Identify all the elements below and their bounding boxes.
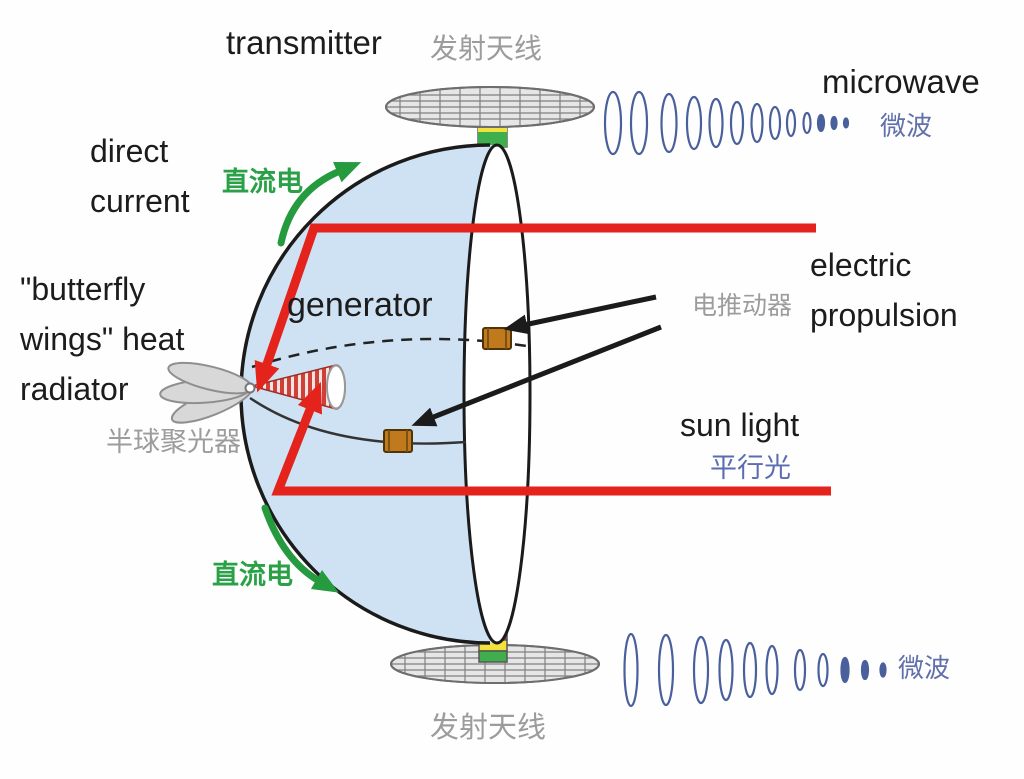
microwave-pulse-icon bbox=[816, 113, 826, 133]
sunlight-ray-upper bbox=[254, 223, 816, 393]
transmitter-antenna-bottom-icon bbox=[390, 629, 600, 684]
label-sunlight-zh: 平行光 bbox=[710, 453, 791, 483]
microwave-pulse-icon bbox=[603, 90, 623, 156]
label-transmitter-zh-bottom: 发射天线 bbox=[430, 712, 547, 744]
label-direct-current-en: direct current bbox=[90, 133, 190, 219]
label-sunlight-en: sun light bbox=[680, 407, 800, 443]
label-transmitter-zh-top: 发射天线 bbox=[430, 33, 543, 64]
label-heat-radiator-en: "butterfly wings" heat radiator bbox=[20, 271, 185, 407]
thruster-upper-icon bbox=[482, 327, 512, 350]
microwave-pulse-icon bbox=[657, 633, 675, 707]
microwave-pulse-icon bbox=[840, 656, 850, 684]
microwave-pulse-icon bbox=[817, 652, 829, 688]
microwave-pulse-icon bbox=[660, 92, 678, 154]
microwave-pulse-icon bbox=[860, 659, 870, 681]
microwave-pulse-icon bbox=[692, 635, 710, 705]
lower-orbit-curve bbox=[249, 396, 467, 445]
label-transmitter-en: transmitter bbox=[226, 24, 382, 61]
dc-arrow-top bbox=[277, 162, 362, 247]
microwave-pulse-icon bbox=[708, 97, 724, 149]
microwave-train-top-icon bbox=[603, 90, 850, 156]
microwave-pulse-icon bbox=[629, 90, 649, 156]
microwave-pulse-icon bbox=[793, 648, 807, 692]
microwave-pulse-icon bbox=[768, 105, 782, 141]
microwave-pulse-icon bbox=[685, 95, 703, 151]
label-concentrator-zh: 半球聚光器 bbox=[106, 427, 241, 457]
microwave-pulse-icon bbox=[879, 662, 887, 678]
microwave-pulse-icon bbox=[830, 115, 838, 131]
collector-dome bbox=[239, 143, 532, 645]
microwave-train-bottom-icon bbox=[623, 632, 887, 708]
propulsion-arrow-upper bbox=[503, 294, 657, 335]
thruster-lower-icon bbox=[383, 429, 413, 453]
label-direct-current-zh-top: 直流电 bbox=[222, 167, 303, 197]
label-microwave-en: microwave bbox=[822, 63, 980, 100]
label-propulsion-zh: 电推动器 bbox=[692, 292, 793, 320]
microwave-pulse-icon bbox=[765, 644, 779, 696]
dc-arrow-bottom bbox=[261, 504, 339, 593]
label-microwave-zh-bottom: 微波 bbox=[898, 653, 951, 683]
microwave-pulse-icon bbox=[750, 102, 764, 144]
label-generator-en: generator bbox=[287, 286, 433, 324]
propulsion-arrow-lower bbox=[411, 324, 662, 427]
label-microwave-zh-top: 微波 bbox=[880, 111, 933, 141]
microwave-pulse-icon bbox=[729, 100, 745, 146]
butterfly-wings-icon bbox=[159, 361, 256, 424]
microwave-pulse-icon bbox=[842, 117, 850, 129]
transmitter-antenna-top-icon bbox=[385, 86, 595, 148]
microwave-pulse-icon bbox=[742, 641, 758, 699]
label-propulsion-en: electric propulsion bbox=[810, 247, 958, 333]
label-direct-current-zh-bottom: 直流电 bbox=[212, 560, 293, 590]
microwave-pulse-icon bbox=[623, 632, 639, 708]
sunlight-ray-lower bbox=[271, 381, 831, 496]
microwave-pulse-icon bbox=[785, 108, 797, 138]
microwave-pulse-icon bbox=[718, 638, 734, 702]
microwave-pulse-icon bbox=[802, 111, 812, 135]
